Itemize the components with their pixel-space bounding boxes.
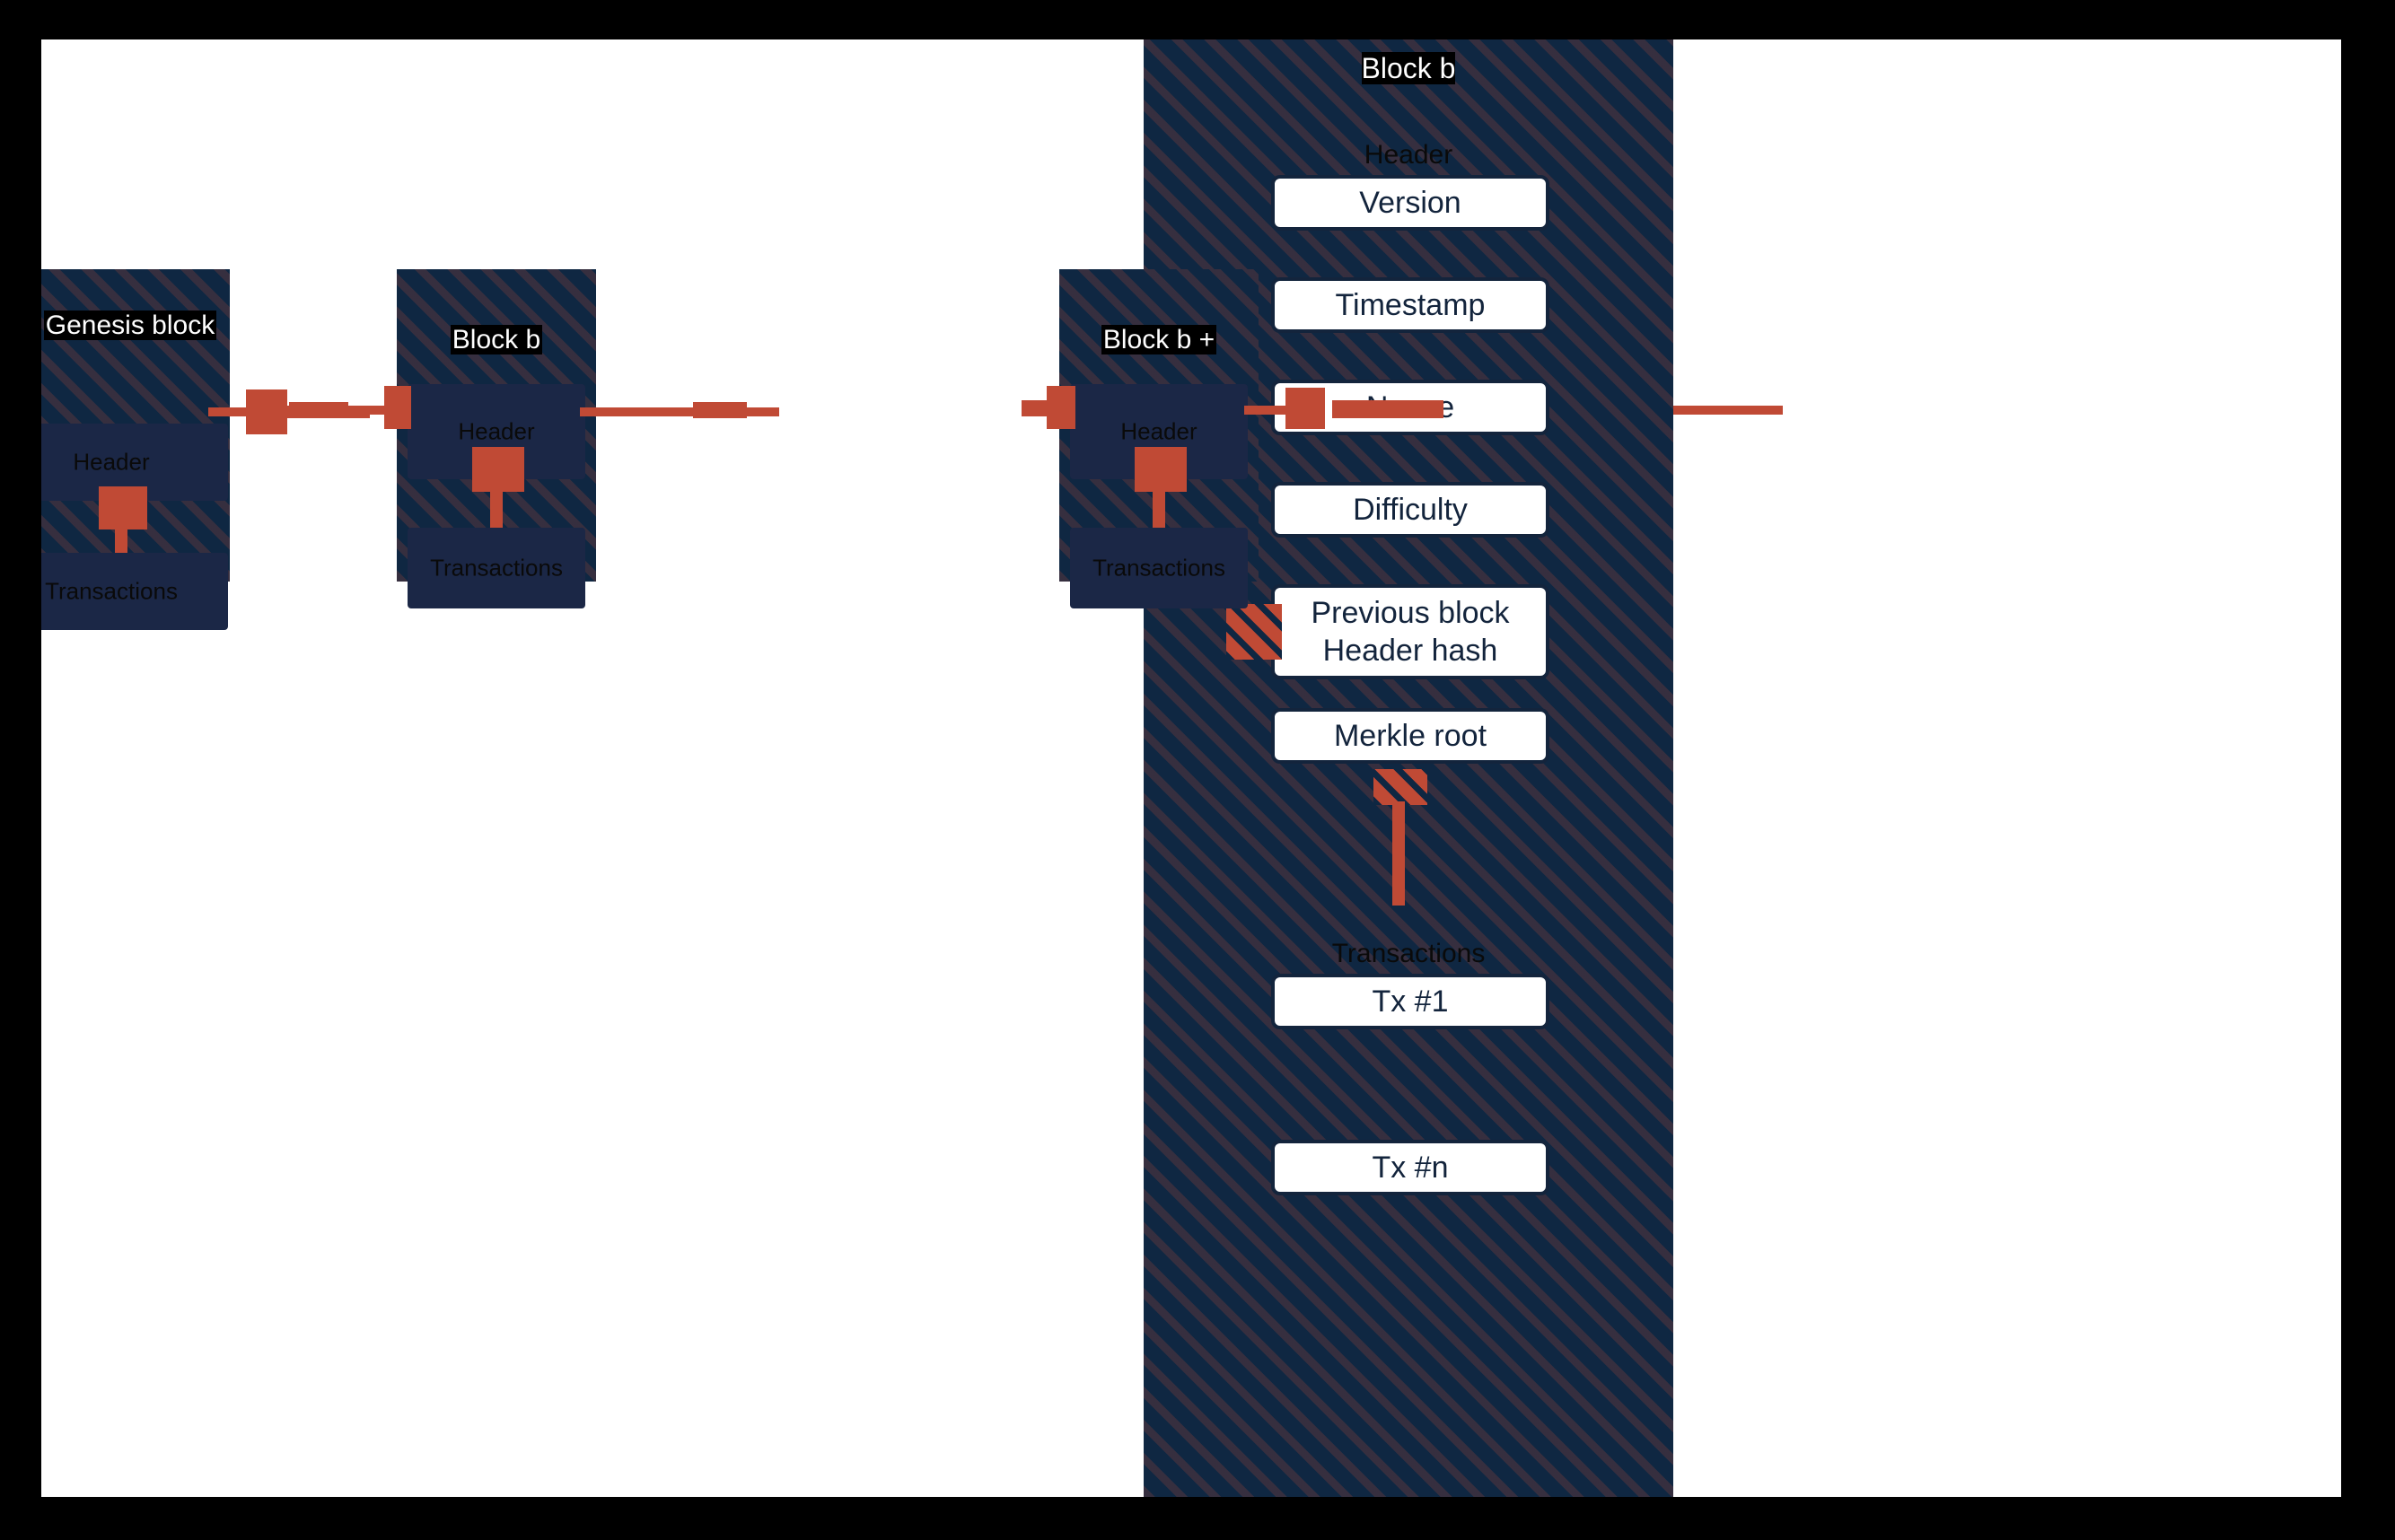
header-field-version[interactable]: Version — [1271, 175, 1549, 231]
connector-block-b-dash — [693, 402, 747, 418]
genesis-transactions-band: Transactions — [41, 553, 228, 630]
header-field-merkle-root[interactable]: Merkle root — [1271, 708, 1549, 764]
detail-transactions-caption: Transactions — [1331, 939, 1486, 968]
chain-block-b-next[interactable]: Block b + Header Transactions — [1059, 269, 1259, 608]
connector-out-dash — [1332, 400, 1443, 418]
genesis-header-to-tx-pad — [99, 486, 147, 529]
genesis-block-title: Genesis block — [43, 311, 217, 340]
chain-block-genesis[interactable]: Genesis block Header Transactions — [41, 269, 230, 630]
arrow-right-icon-out — [1285, 388, 1325, 429]
connector-genesis-dash — [289, 402, 348, 418]
connector-genesis-out-line — [208, 407, 253, 416]
block-b-next-header-to-tx-stem — [1153, 488, 1165, 529]
transaction-box-tx-1[interactable]: Tx #1 — [1271, 974, 1549, 1029]
header-field-timestamp[interactable]: Timestamp — [1271, 277, 1549, 333]
block-b-next-header-to-tx-pad — [1135, 447, 1187, 492]
arrow-right-icon-into-block-next — [1047, 386, 1075, 429]
connector-block-next-out-line — [1244, 406, 1294, 415]
block-b-next-title: Block b + — [1101, 325, 1217, 354]
detail-block-title: Block b — [1361, 52, 1456, 84]
merkle-to-transactions-stem — [1392, 801, 1405, 906]
connector-block-b-to-detail — [580, 407, 779, 416]
block-b-next-transactions-band: Transactions — [1070, 528, 1248, 608]
block-b-header-to-tx-stem — [490, 488, 503, 529]
diagram-canvas: Block b Header Version Timestamp Nonce D… — [41, 39, 2341, 1497]
block-b-title: Block b — [450, 325, 543, 354]
chain-block-b[interactable]: Block b Header Transactions — [397, 269, 596, 608]
column-hatch-overlay — [1144, 39, 1673, 1497]
arrow-down-icon-merkle — [1373, 769, 1427, 805]
transaction-box-tx-n[interactable]: Tx #n — [1271, 1140, 1549, 1195]
detail-header-caption: Header — [1364, 140, 1453, 170]
connector-detail-to-block-next — [1673, 406, 1783, 415]
header-field-previous-block-header-hash[interactable]: Previous block Header hash — [1271, 584, 1549, 679]
block-b-transactions-band: Transactions — [408, 528, 585, 608]
arrow-right-icon-genesis — [246, 389, 287, 434]
header-field-difficulty[interactable]: Difficulty — [1271, 482, 1549, 538]
arrow-right-icon-into-block-b — [384, 386, 411, 429]
detail-block-column: Block b Header Version Timestamp Nonce D… — [1144, 39, 1673, 1497]
block-b-header-to-tx-pad — [472, 447, 524, 492]
hatched-arrowhead-icon-prev-hash — [1226, 604, 1282, 660]
